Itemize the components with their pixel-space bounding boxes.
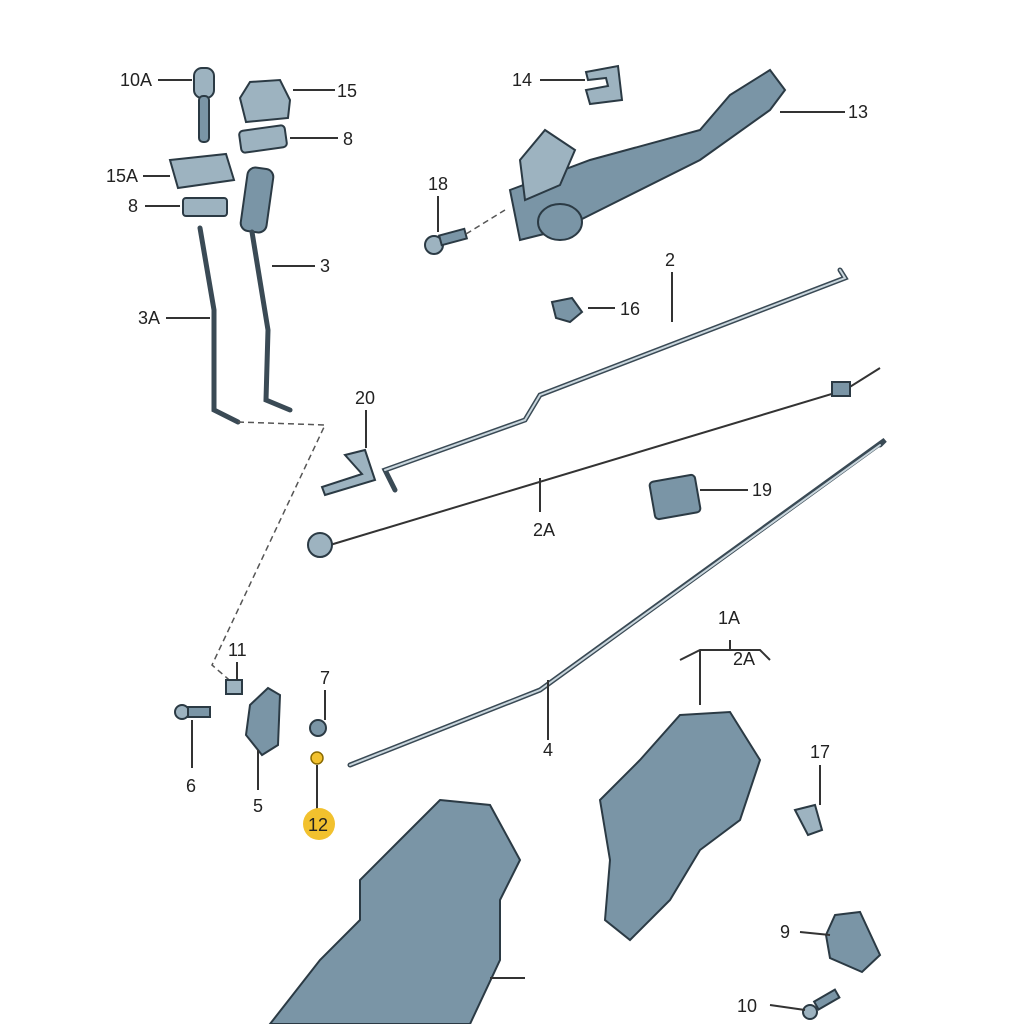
clip-part-14[interactable]	[584, 64, 624, 106]
label-13: 13	[848, 102, 868, 122]
label-15A: 15A	[106, 166, 138, 186]
label-12: 12	[308, 815, 328, 835]
trim-part-15A[interactable]	[168, 152, 236, 190]
label-10A: 10A	[120, 70, 152, 90]
label-3A: 3A	[138, 308, 160, 328]
bracket-part-5[interactable]	[244, 686, 282, 757]
lock-unit-part-1A[interactable]	[598, 710, 762, 942]
lock-knob-part[interactable]	[193, 67, 215, 143]
label-3: 3	[320, 256, 330, 276]
label-19: 19	[752, 480, 772, 500]
screw-part-18[interactable]	[424, 227, 469, 255]
clip-part-16[interactable]	[550, 296, 584, 324]
label-16: 16	[620, 299, 640, 319]
bracket-part-9[interactable]	[824, 910, 882, 974]
screw-part-10[interactable]	[802, 988, 841, 1020]
label-8-lower: 8	[128, 196, 138, 216]
label-15: 15	[337, 81, 357, 101]
rod-grip-part[interactable]	[239, 166, 275, 234]
label-10: 10	[737, 996, 757, 1016]
lever-part-20[interactable]	[320, 448, 377, 497]
door-handle-part[interactable]	[508, 68, 787, 242]
bezel-part[interactable]	[238, 78, 292, 124]
cable-clip-part[interactable]	[831, 381, 851, 397]
bolt-part-6[interactable]	[174, 704, 211, 720]
clip-part-8a[interactable]	[238, 124, 288, 154]
label-5: 5	[253, 796, 263, 816]
label-11: 11	[228, 640, 247, 660]
label-8: 8	[343, 129, 353, 149]
clip-part-12[interactable]	[310, 751, 324, 765]
lock-unit-part-lower[interactable]	[268, 798, 522, 1024]
label-2A-lock: 2A	[733, 649, 755, 669]
bolt-part-11[interactable]	[225, 679, 243, 695]
screw-part-17[interactable]	[793, 803, 824, 837]
label-18: 18	[428, 174, 448, 194]
label-6: 6	[186, 776, 196, 796]
label-17: 17	[810, 742, 830, 762]
pad-part-19[interactable]	[648, 473, 702, 521]
label-1A: 1A	[718, 608, 740, 628]
label-9: 9	[780, 922, 790, 942]
clip-part-8b[interactable]	[182, 197, 228, 217]
nut-part-7[interactable]	[309, 719, 327, 737]
label-2A: 2A	[533, 520, 555, 540]
label-20: 20	[355, 388, 375, 408]
highlight-badge-12	[303, 808, 335, 840]
label-14: 14	[512, 70, 532, 90]
label-7: 7	[320, 668, 330, 688]
label-2: 2	[665, 250, 675, 270]
label-4: 4	[543, 740, 553, 760]
